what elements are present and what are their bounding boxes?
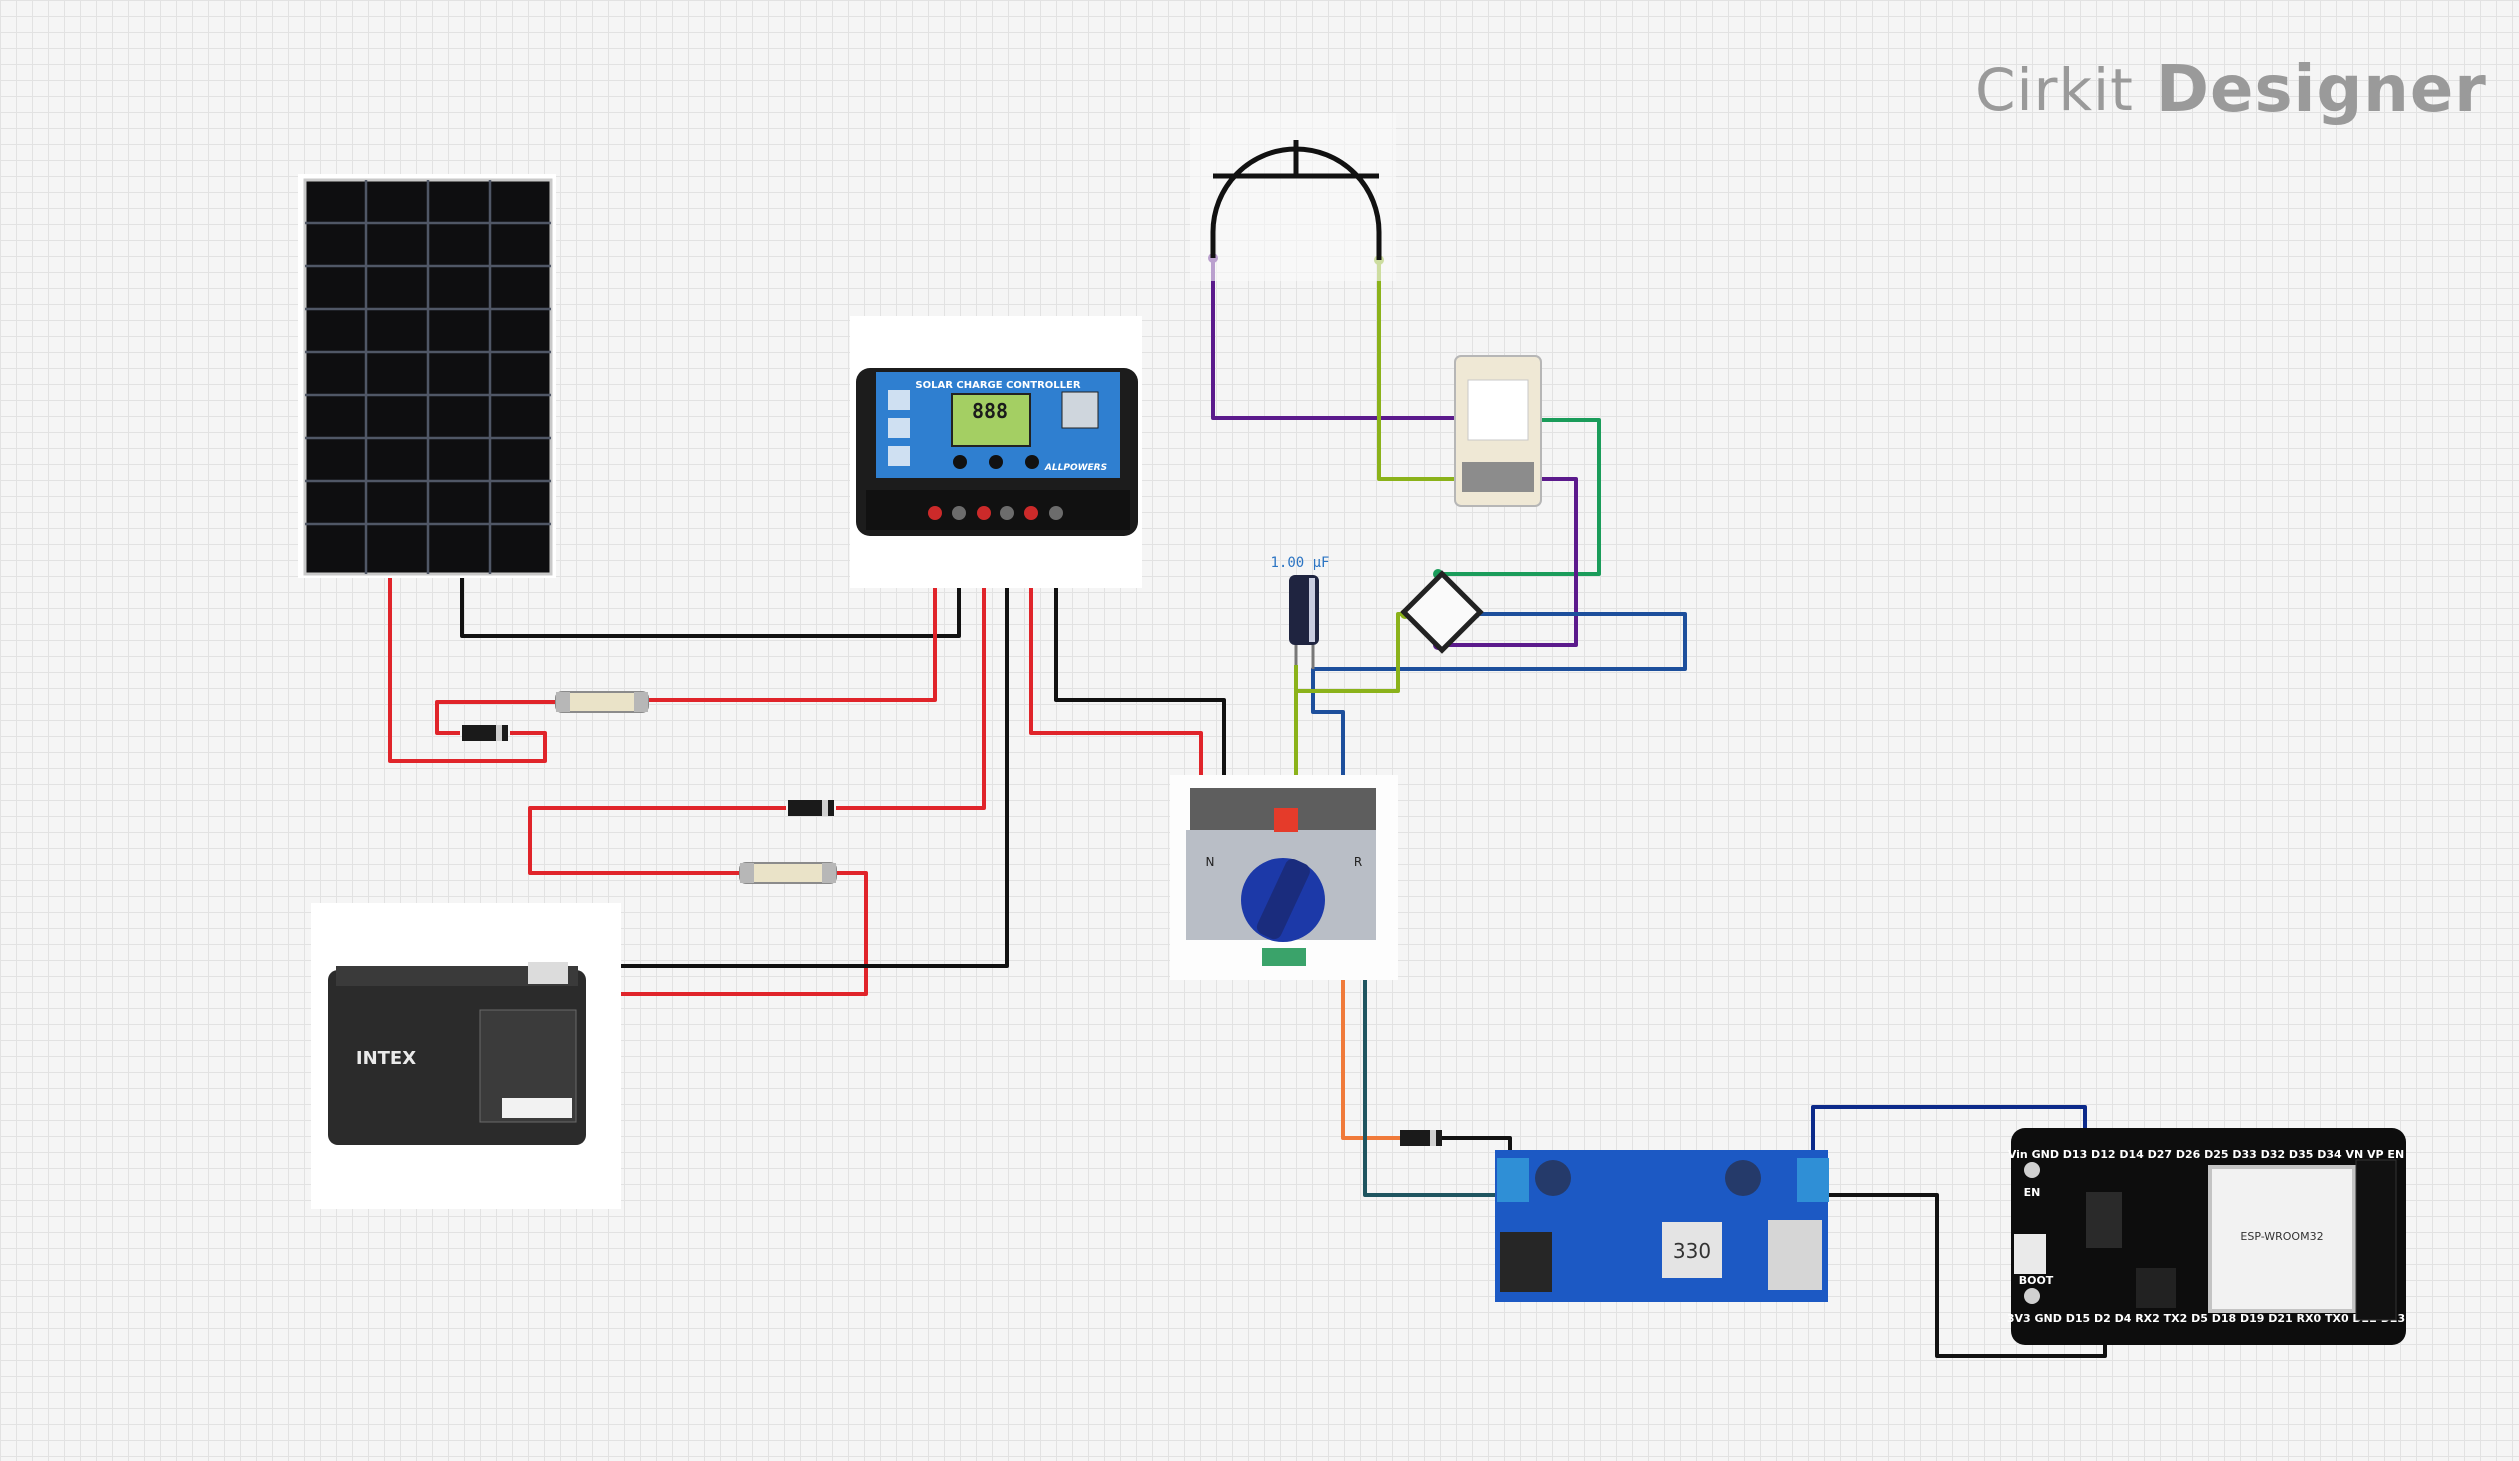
esp32-boot-label: BOOT	[2019, 1274, 2054, 1287]
brand-product: Designer	[2155, 53, 2487, 127]
battery[interactable]: INTEX	[311, 903, 621, 1209]
wires	[388, 258, 2107, 1358]
esp32-en-label: EN	[2024, 1186, 2041, 1199]
diode-2[interactable]	[788, 800, 834, 816]
brand-name: Cirkit	[1975, 56, 2134, 124]
ats-left-label: N	[1206, 855, 1215, 869]
wire-buck-to-esp32-vin[interactable]	[1811, 1105, 2087, 1170]
ac-plug[interactable]	[1190, 113, 1396, 281]
wire-controller-batt-pos[interactable]	[836, 513, 986, 810]
esp32-bottom-pins: 3V3 GND D15 D2 D4 RX2 TX2 D5 D18 D19 D21…	[2007, 1312, 2405, 1325]
capacitor-value: 1.00 µF	[1270, 555, 1329, 571]
wire-relay-to-bridge[interactable]	[1438, 418, 1601, 576]
wire-diode1-to-fuse1[interactable]	[435, 700, 560, 735]
solar-panel[interactable]	[298, 174, 556, 578]
buck-converter[interactable]: 330	[1495, 1150, 1829, 1302]
relay[interactable]	[1454, 355, 1542, 507]
esp32-board[interactable]: Vin GND D13 D12 D14 D27 D26 D25 D33 D32 …	[2007, 1128, 2406, 1345]
automatic-transfer-switch[interactable]: N R	[1170, 775, 1398, 980]
controller-maker: ALLPOWERS	[1044, 463, 1107, 473]
inductor-code: 330	[1673, 1239, 1711, 1263]
wire-load-negative[interactable]	[1054, 513, 1226, 825]
diode-1[interactable]	[462, 725, 508, 741]
esp32-top-pins: Vin GND D13 D12 D14 D27 D26 D25 D33 D32 …	[2008, 1148, 2404, 1161]
controller-lcd-digits: 888	[972, 399, 1008, 423]
solar-charge-controller[interactable]: SOLAR CHARGE CONTROLLER 888 ALLPOWERS	[850, 316, 1142, 588]
battery-label: INTEX	[356, 1048, 416, 1069]
fuse-1[interactable]	[555, 691, 649, 713]
cirkit-designer-brand: Cirkit Designer	[1975, 50, 2487, 130]
capacitor[interactable]: 1.00 µF	[1270, 555, 1330, 669]
wire-buck-to-esp32-gnd[interactable]	[1813, 1193, 2107, 1358]
bridge-rectifier[interactable]	[1400, 570, 1484, 654]
wire-controller-batt-neg[interactable]	[575, 513, 1009, 968]
wire-relay-to-bridge-2[interactable]	[1438, 477, 1578, 647]
wire-fuse2-to-battery[interactable]	[598, 871, 868, 996]
wire-plug-to-relay-1[interactable]	[1211, 258, 1465, 420]
controller-title: SOLAR CHARGE CONTROLLER	[915, 380, 1080, 391]
diode-3[interactable]	[1400, 1130, 1442, 1146]
wire-solar-positive[interactable]	[388, 571, 547, 763]
esp32-module-name: ESP-WROOM32	[2240, 1230, 2323, 1243]
wire-ats-out-negative[interactable]	[1363, 910, 1510, 1197]
wire-ats-out-positive[interactable]	[1341, 910, 1400, 1140]
wire-diode2-to-fuse2[interactable]	[528, 806, 786, 875]
ats-right-label: R	[1354, 855, 1362, 869]
wire-plug-to-relay-2[interactable]	[1377, 260, 1465, 481]
fuse-2[interactable]	[739, 862, 837, 884]
